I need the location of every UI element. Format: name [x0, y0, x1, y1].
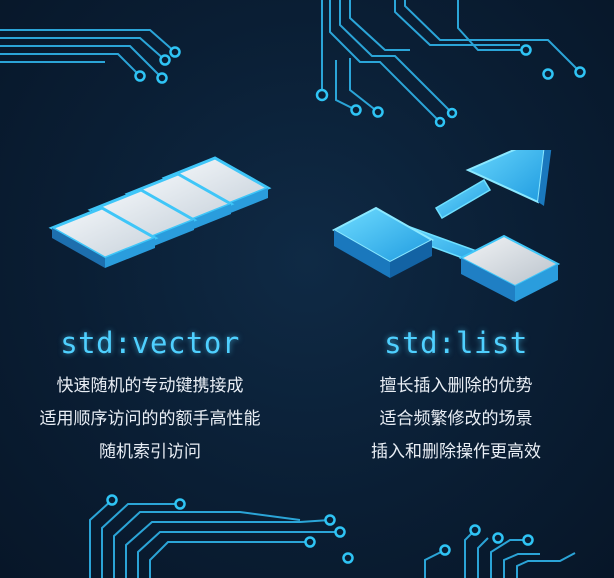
list-description: 擅长插入删除的优势 适合频繁修改的场景 插入和删除操作更高效 [306, 370, 606, 469]
vector-description: 快速随机的专动键携接成 适用顺序访问的的额手高性能 随机索引访问 [0, 370, 300, 469]
linked-list-arrow-icon [331, 150, 561, 302]
vector-title: std:vector [60, 326, 240, 360]
vector-panel: std:vector 快速随机的专动键携接成 适用顺序访问的的额手高性能 随机索… [0, 150, 300, 480]
list-desc-line: 适合频繁修改的场景 [379, 409, 533, 429]
list-desc-line: 插入和删除操作更高效 [371, 442, 541, 462]
vector-blocks-icon [48, 156, 272, 268]
list-desc-line: 擅长插入删除的优势 [379, 376, 533, 396]
vector-desc-line: 随机索引访问 [99, 442, 201, 462]
list-title: std:list [384, 326, 528, 360]
vector-desc-line: 快速随机的专动键携接成 [56, 376, 244, 396]
list-panel: std:list 擅长插入删除的优势 适合频繁修改的场景 插入和删除操作更高效 [306, 150, 606, 480]
vector-desc-line: 适用顺序访问的的额手高性能 [39, 409, 261, 429]
